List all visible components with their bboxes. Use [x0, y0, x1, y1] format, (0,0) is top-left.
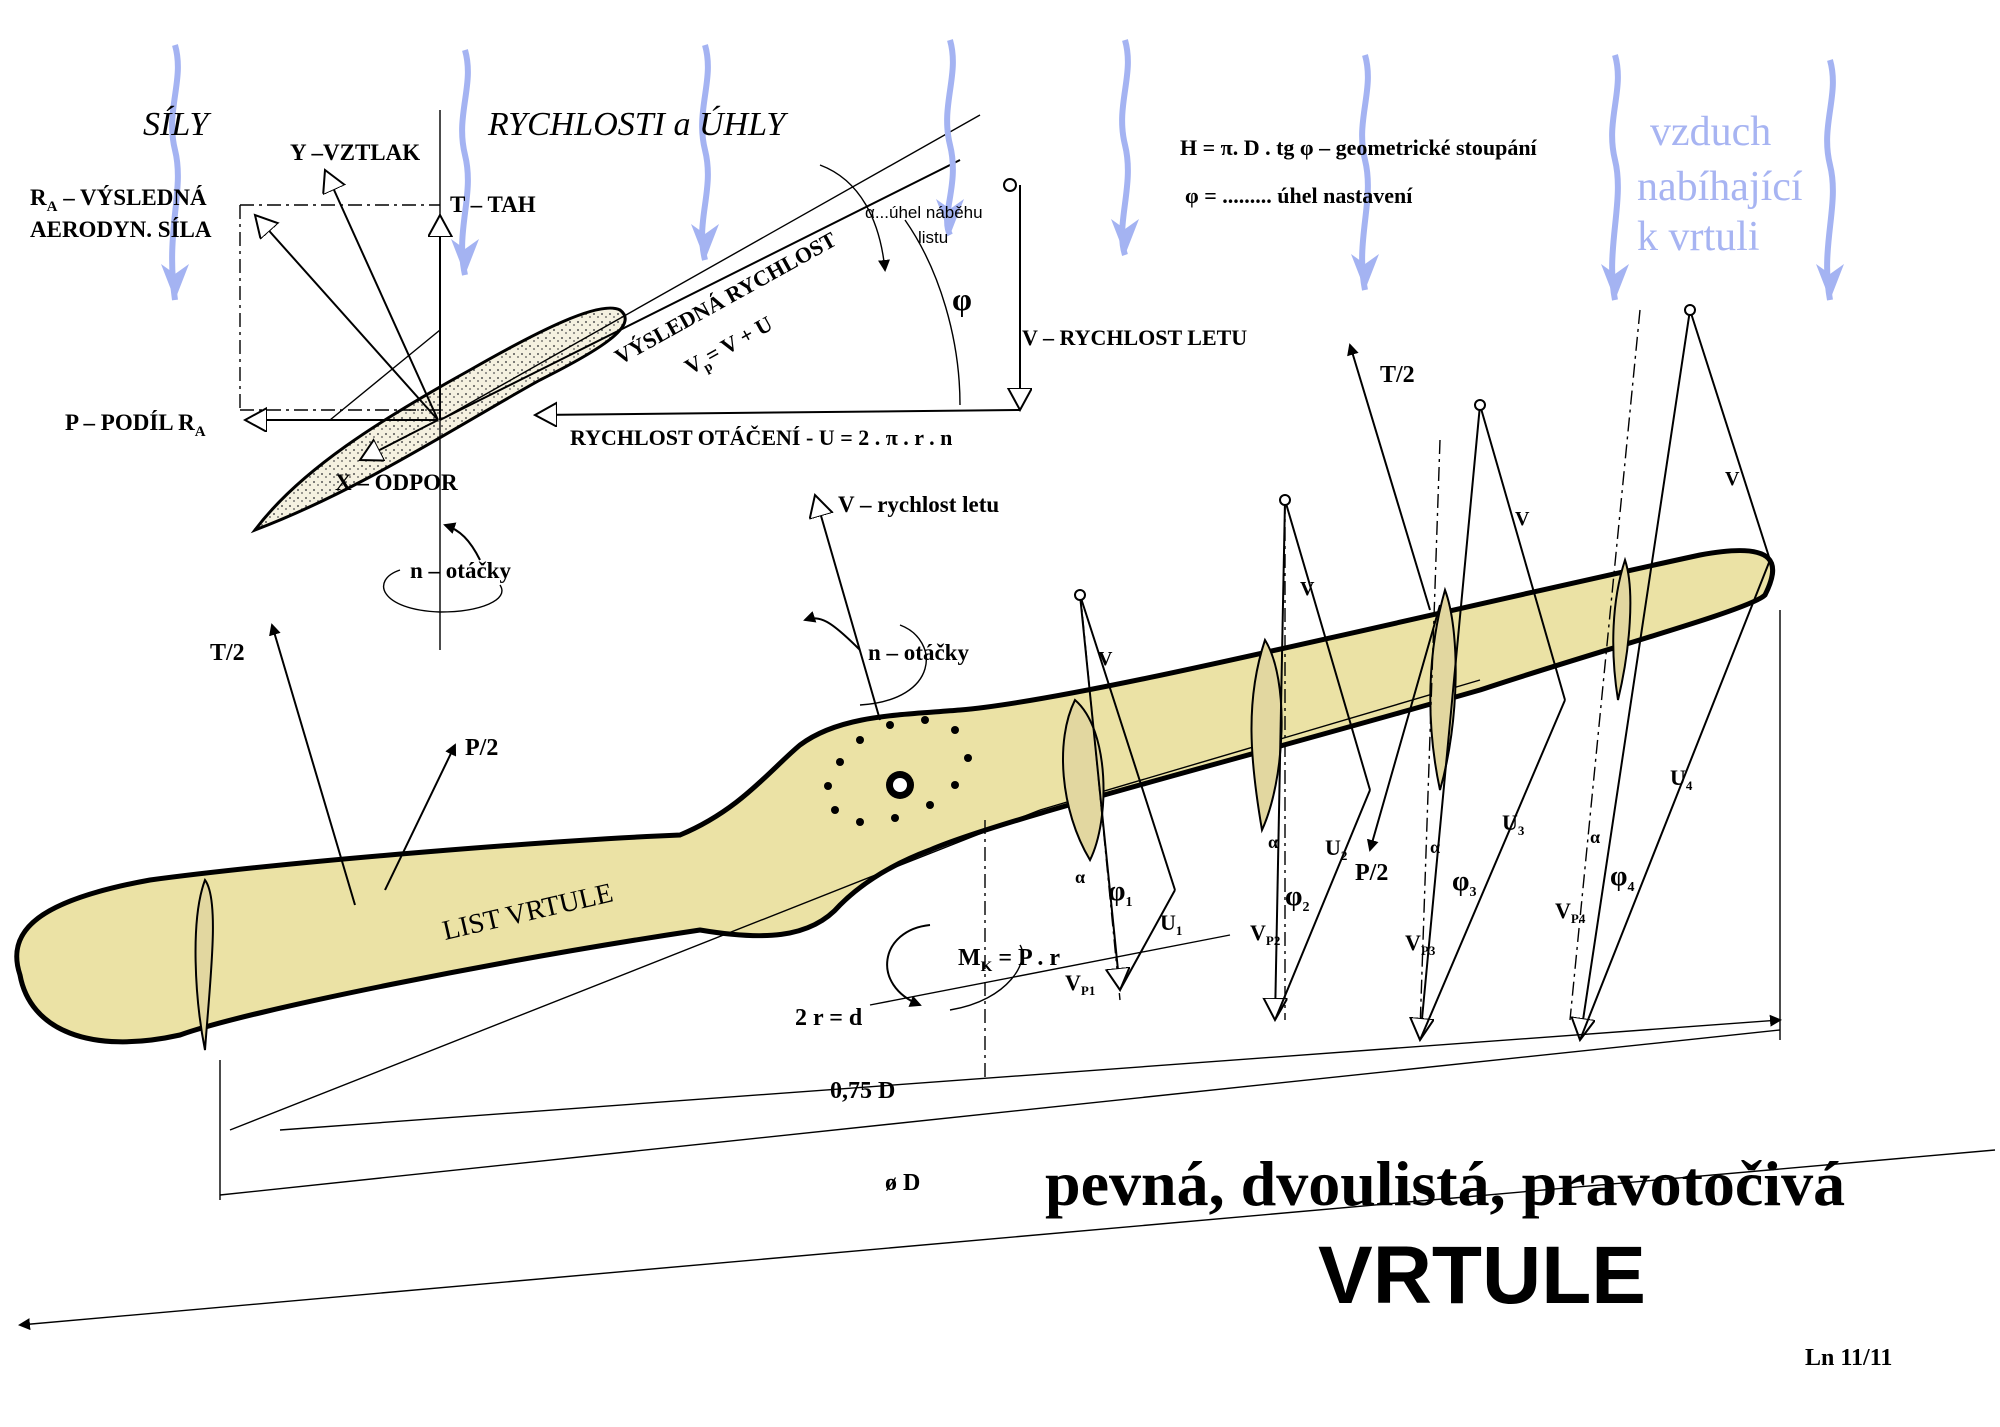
rpm-rotation-arrow — [443, 522, 481, 561]
label-alpha-3: α — [1430, 837, 1440, 857]
label-rpm-airfoil: n – otáčky — [410, 558, 511, 583]
air-text-line3: k vrtuli — [1637, 214, 1760, 260]
t-half-left-vector — [269, 623, 356, 906]
blade-section-4 — [1612, 556, 1632, 701]
label-dim-d: ø D — [885, 1170, 920, 1196]
relative-wind-line — [439, 159, 961, 421]
label-flight-speed: V – RYCHLOST LETU — [1022, 325, 1247, 350]
label-u4: U4 — [1670, 765, 1693, 793]
label-vp2: VP2 — [1250, 920, 1280, 948]
resultant-vector — [255, 215, 439, 421]
label-vp1: VP1 — [1065, 970, 1095, 998]
label-phi: φ — [952, 281, 972, 317]
label-drag: X – ODPOR — [335, 470, 458, 495]
leading-line — [329, 329, 441, 421]
blade-section-1 — [1062, 698, 1105, 863]
hub-rpm-arrow — [803, 611, 861, 651]
air-text-line1: vzduch — [1650, 109, 1771, 155]
phi-arc — [904, 219, 961, 406]
label-alpha-1: α — [1075, 867, 1085, 887]
label-alpha-note: α...úhel náběhu — [865, 203, 983, 222]
label-v-3: V — [1515, 508, 1530, 530]
label-vp3: VP3 — [1405, 930, 1436, 958]
label-thrust: T – TAH — [450, 192, 536, 217]
label-lift: Y –VZTLAK — [290, 140, 420, 165]
label-hub-rpm: n – otáčky — [868, 640, 969, 665]
blade-section-left — [194, 877, 214, 1051]
label-alpha-note-2: listu — [918, 228, 948, 247]
title-line2: VRTULE — [1318, 1230, 1646, 1321]
alpha-arc — [819, 164, 890, 272]
label-resultant-line2: AERODYN. SÍLA — [30, 217, 212, 242]
label-hub-flight-speed: V – rychlost letu — [838, 492, 999, 517]
moment-ellipse — [949, 944, 1024, 1011]
label-v-2: V — [1300, 578, 1315, 600]
label-resultant: RA – VÝSLEDNÁ — [30, 185, 207, 215]
rotation-speed-vector — [535, 410, 1021, 415]
hub-bolt-holes — [824, 716, 972, 826]
blade-axis-line-left — [229, 809, 1041, 1131]
label-dim-075: 0,75 D — [830, 1078, 895, 1104]
heading-speeds: RYCHLOSTI a ÚHLY — [487, 105, 788, 143]
air-inflow-arrows — [161, 39, 1844, 301]
label-u2: U2 — [1325, 835, 1347, 863]
label-t-half-left: T/2 — [210, 640, 245, 666]
heading-forces: SÍLY — [143, 106, 212, 143]
moment-arrow — [886, 924, 931, 1007]
label-v-4: V — [1725, 468, 1740, 490]
dimension-lines — [18, 610, 1996, 1331]
rpm-ellipse — [383, 569, 503, 613]
velocity-diagrams — [1074, 304, 1771, 1040]
lift-vector — [325, 170, 439, 421]
air-text-line2: nabíhající — [1637, 164, 1803, 210]
label-vp4: VP4 — [1555, 898, 1586, 926]
label-phi-1: φ1 — [1108, 876, 1132, 910]
label-two-r: 2 r = d — [795, 1005, 863, 1031]
label-p-component: P – PODÍL RA — [65, 410, 206, 440]
hub-rpm-ellipse — [859, 624, 927, 706]
label-phi-4: φ4 — [1610, 861, 1634, 895]
t-half-right-vector — [1347, 343, 1431, 611]
p-half-left-vector — [384, 743, 457, 891]
label-phi-3: φ3 — [1452, 866, 1476, 900]
label-alpha-2: α — [1268, 832, 1278, 852]
p-half-right-vector — [1366, 604, 1441, 852]
label-u1: U1 — [1160, 910, 1182, 938]
drag-vector — [360, 419, 439, 460]
label-rotation-speed: RYCHLOST OTÁČENÍ - U = 2 . π . r . n — [570, 425, 952, 450]
formula-pitch: H = π. D . tg φ – geometrické stoupání — [1180, 135, 1538, 160]
page-reference: Ln 11/11 — [1805, 1345, 1892, 1371]
label-t-half-right: T/2 — [1380, 362, 1415, 388]
blade-section-2 — [1250, 637, 1283, 834]
label-p-half-left: P/2 — [465, 735, 498, 761]
result-speed-line — [439, 114, 981, 421]
label-alpha-4: α — [1590, 827, 1600, 847]
label-v-1: V — [1098, 648, 1113, 670]
label-moment: MK = P . r — [958, 945, 1060, 975]
title-line1: pevná, dvoulistá, pravotočivá — [1045, 1148, 1845, 1219]
label-phi-2: φ2 — [1285, 881, 1309, 915]
label-p-half-right: P/2 — [1355, 860, 1388, 886]
hub-flight-speed-vector — [815, 495, 881, 721]
label-u3: U3 — [1502, 810, 1525, 838]
formula-setting: φ = ......... úhel nastavení — [1185, 183, 1413, 208]
